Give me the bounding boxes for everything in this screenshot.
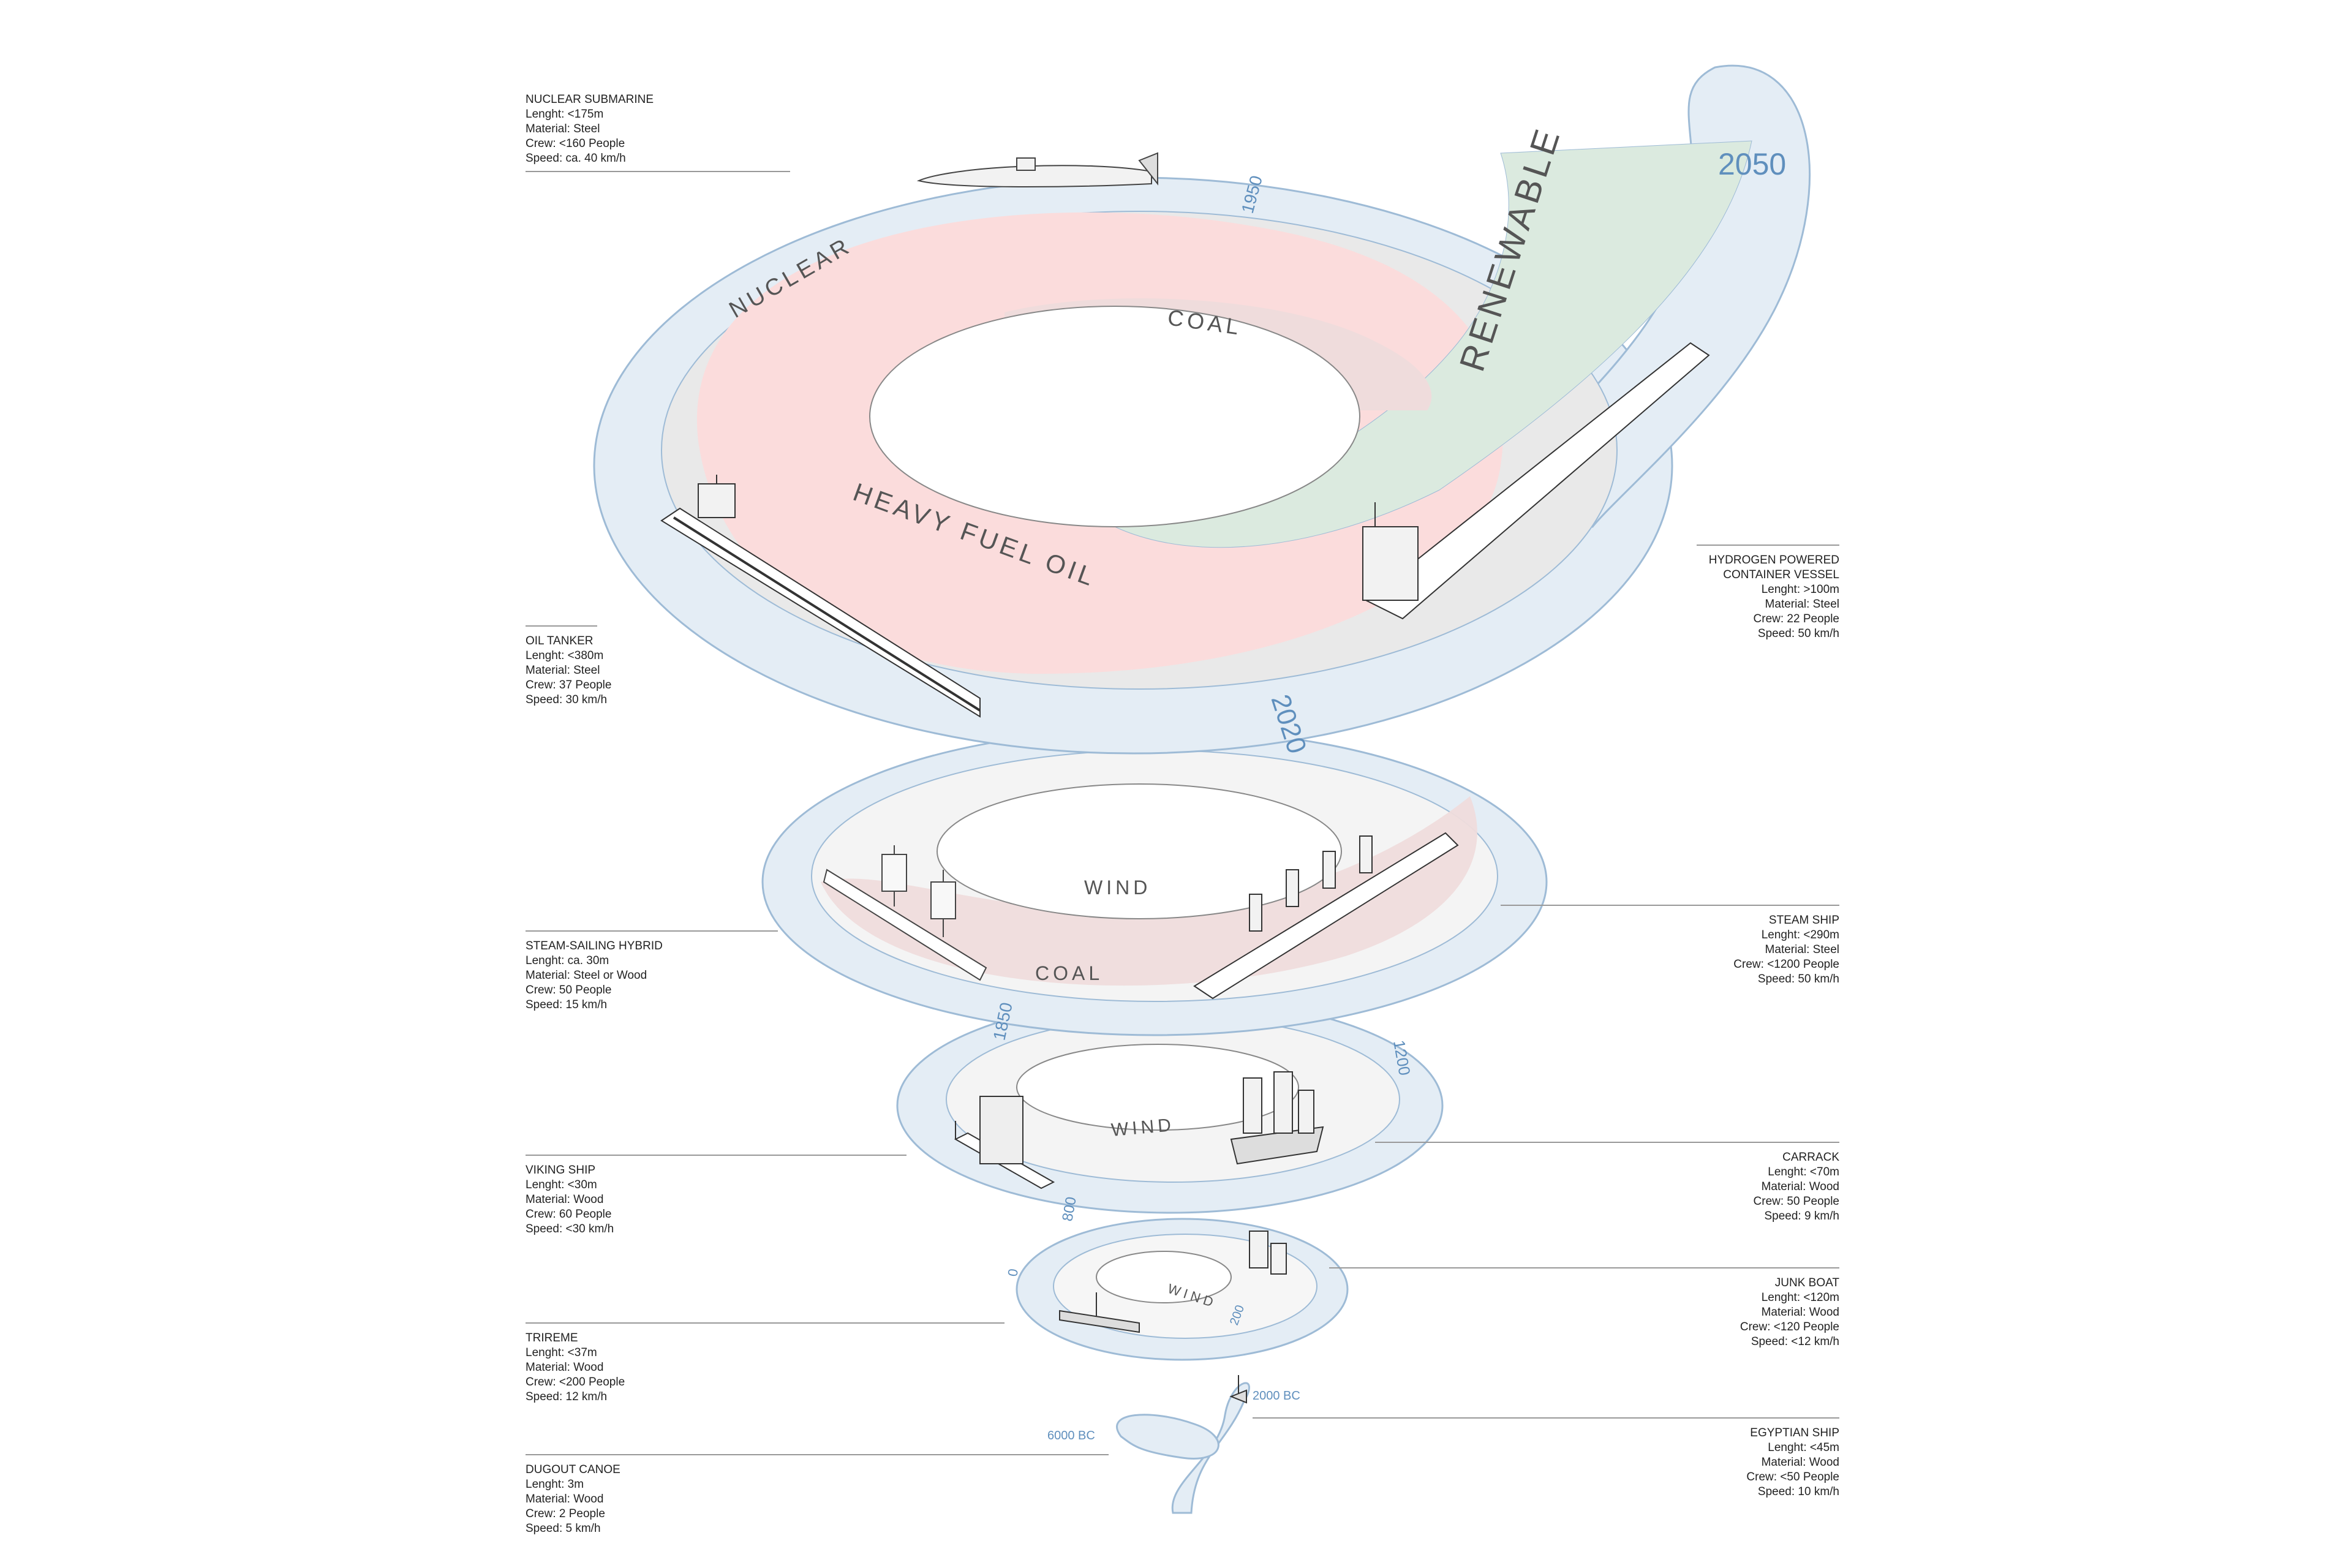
ship-crew: Crew: <120 People bbox=[1740, 1321, 1839, 1333]
ship-length: Lenght: <290m bbox=[1762, 929, 1839, 941]
ship-crew: Crew: <160 People bbox=[526, 137, 625, 150]
ship-length: Lenght: <120m bbox=[1762, 1291, 1839, 1304]
year-800: 800 bbox=[1059, 1196, 1080, 1223]
info-egyptian-ship: EGYPTIAN SHIP Lenght: <45m Material: Woo… bbox=[1746, 1427, 1839, 1498]
ship-name: EGYPTIAN SHIP bbox=[1750, 1427, 1839, 1439]
info-oil-tanker: OIL TANKER Lenght: <380m Material: Steel… bbox=[526, 635, 611, 706]
info-trireme: TRIREME Lenght: <37m Material: Wood Crew… bbox=[526, 1332, 625, 1403]
ship-crew: Crew: 50 People bbox=[526, 984, 611, 997]
ship-speed: Speed: 30 km/h bbox=[526, 693, 607, 706]
year-2050: 2050 bbox=[1718, 147, 1786, 181]
ship-length: Lenght: <37m bbox=[526, 1346, 597, 1359]
ship-material: Material: Wood bbox=[526, 1361, 603, 1374]
ship-name: DUGOUT CANOE bbox=[526, 1463, 620, 1476]
ship-material: Material: Steel bbox=[526, 664, 600, 677]
ship-crew: Crew: 2 People bbox=[526, 1507, 605, 1520]
ship-material: Material: Steel bbox=[526, 123, 600, 135]
ship-speed: Speed: 50 km/h bbox=[1758, 973, 1839, 986]
ship-name: VIKING SHIP bbox=[526, 1164, 595, 1177]
info-viking-ship: VIKING SHIP Lenght: <30m Material: Wood … bbox=[526, 1164, 614, 1235]
energy-label-coal-mid: COAL bbox=[1035, 962, 1103, 984]
ship-crew: Crew: <50 People bbox=[1746, 1471, 1839, 1483]
ship-crew: Crew: 50 People bbox=[1754, 1195, 1839, 1208]
ship-material: Material: Steel bbox=[1765, 943, 1839, 956]
ship-crew: Crew: 22 People bbox=[1754, 612, 1839, 625]
ship-material: Material: Wood bbox=[526, 1193, 603, 1206]
ship-speed: Speed: 50 km/h bbox=[1758, 627, 1839, 640]
ship-material: Material: Wood bbox=[1762, 1180, 1839, 1193]
info-nuclear-submarine: NUCLEAR SUBMARINE Lenght: <175m Material… bbox=[526, 93, 654, 165]
info-steam-sailing-hybrid: STEAM-SAILING HYBRID Lenght: ca. 30m Mat… bbox=[526, 940, 663, 1011]
ship-length: Lenght: 3m bbox=[526, 1478, 584, 1491]
ship-length: Lenght: <175m bbox=[526, 108, 603, 121]
ship-length: Lenght: >100m bbox=[1762, 583, 1839, 596]
info-hydrogen-container-vessel: HYDROGEN POWERED CONTAINER VESSEL Lenght… bbox=[1709, 554, 1839, 640]
info-dugout-canoe: DUGOUT CANOE Lenght: 3m Material: Wood C… bbox=[526, 1463, 620, 1535]
ship-crew: Crew: <200 People bbox=[526, 1376, 625, 1389]
spiral-ring-1850-hole bbox=[937, 784, 1341, 919]
info-junk-boat: JUNK BOAT Lenght: <120m Material: Wood C… bbox=[1740, 1276, 1840, 1348]
ship-speed: Speed: 10 km/h bbox=[1758, 1485, 1839, 1498]
ship-speed: Speed: 12 km/h bbox=[526, 1390, 607, 1403]
ship-length: Lenght: <380m bbox=[526, 649, 603, 662]
ship-name: HYDROGEN POWERED bbox=[1709, 554, 1839, 567]
nuclear-submarine-illustration bbox=[919, 153, 1158, 187]
ship-material: Material: Wood bbox=[1762, 1456, 1839, 1469]
ship-name: JUNK BOAT bbox=[1775, 1276, 1840, 1289]
year-0: 0 bbox=[1005, 1267, 1021, 1277]
ship-speed: Speed: ca. 40 km/h bbox=[526, 152, 626, 165]
ship-crew: Crew: 37 People bbox=[526, 679, 611, 692]
ship-speed: Speed: 15 km/h bbox=[526, 998, 607, 1011]
energy-label-wind-mid: WIND bbox=[1084, 876, 1151, 899]
ship-material: Material: Wood bbox=[1762, 1306, 1839, 1319]
ship-name: NUCLEAR SUBMARINE bbox=[526, 93, 654, 106]
info-carrack: CARRACK Lenght: <70m Material: Wood Crew… bbox=[1754, 1151, 1840, 1223]
ship-material: Material: Steel bbox=[1765, 598, 1839, 611]
ship-speed: Speed: <12 km/h bbox=[1751, 1335, 1839, 1348]
ship-length: Lenght: <45m bbox=[1768, 1441, 1839, 1454]
ship-name: CARRACK bbox=[1782, 1151, 1839, 1164]
info-steam-ship: STEAM SHIP Lenght: <290m Material: Steel… bbox=[1733, 914, 1839, 986]
ship-name: TRIREME bbox=[526, 1332, 578, 1344]
year-2000bc: 2000 BC bbox=[1253, 1389, 1300, 1403]
ship-crew: Crew: 60 People bbox=[526, 1208, 611, 1221]
ship-material: Material: Wood bbox=[526, 1493, 603, 1506]
ship-speed: Speed: 5 km/h bbox=[526, 1522, 601, 1535]
ship-name: STEAM SHIP bbox=[1769, 914, 1839, 927]
ship-length: Lenght: ca. 30m bbox=[526, 954, 609, 967]
ship-crew: Crew: <1200 People bbox=[1733, 958, 1839, 971]
ship-speed: Speed: 9 km/h bbox=[1764, 1210, 1839, 1223]
spiral-ring-2020-hole bbox=[870, 306, 1360, 527]
spiral-loop-6000bc bbox=[1117, 1415, 1219, 1459]
ship-material: Material: Steel or Wood bbox=[526, 969, 647, 982]
ship-name: OIL TANKER bbox=[526, 635, 594, 647]
ship-length: Lenght: <30m bbox=[526, 1178, 597, 1191]
ship-name-line2: CONTAINER VESSEL bbox=[1723, 568, 1839, 581]
year-6000bc: 6000 BC bbox=[1047, 1429, 1095, 1442]
ship-name: STEAM-SAILING HYBRID bbox=[526, 940, 663, 952]
ship-length: Lenght: <70m bbox=[1768, 1166, 1839, 1178]
ship-speed: Speed: <30 km/h bbox=[526, 1223, 614, 1235]
